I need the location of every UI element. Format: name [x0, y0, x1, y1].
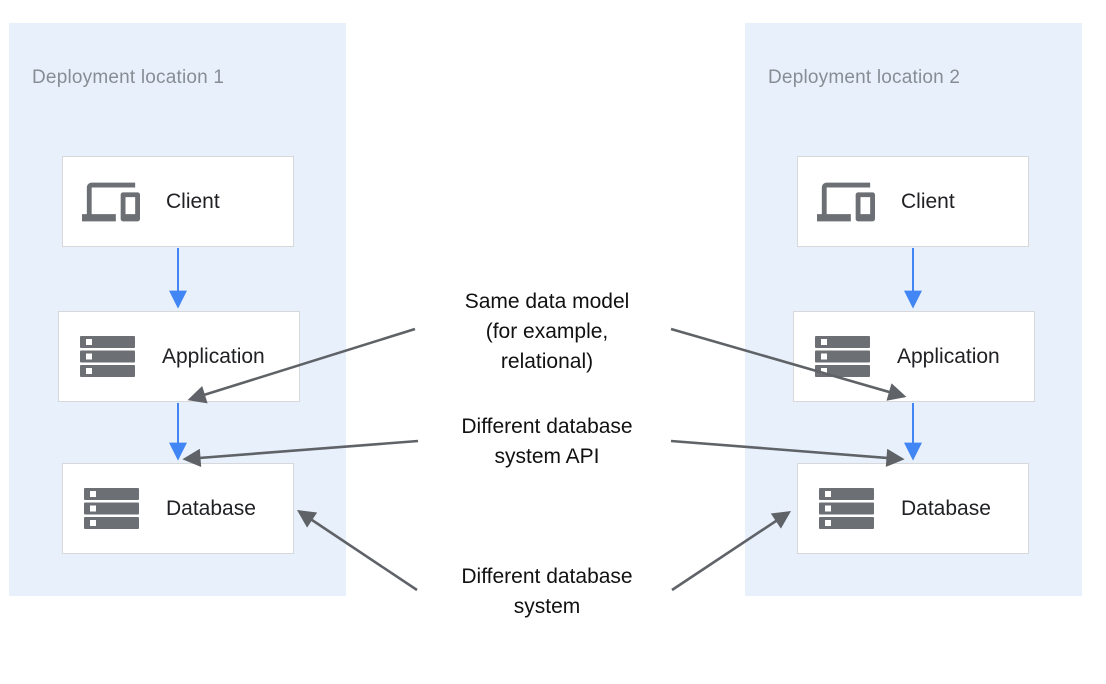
node-application-2: Application	[793, 311, 1035, 402]
annotation-same-data-model: Same data model (for example, relational…	[397, 287, 697, 377]
devices-icon	[82, 173, 140, 231]
annotation-line: (for example,	[485, 320, 609, 343]
node-label: Database	[166, 496, 256, 520]
stack-icon	[817, 488, 875, 529]
node-database-1: Database	[62, 463, 294, 554]
annotation-line: Same data model	[464, 290, 630, 313]
node-client-2: Client	[797, 156, 1029, 247]
stack-icon	[78, 336, 136, 377]
node-database-2: Database	[797, 463, 1029, 554]
node-client-1: Client	[62, 156, 294, 247]
annotation-different-db-system: Different database system	[397, 562, 697, 622]
panel-title: Deployment location 1	[32, 67, 225, 88]
annotation-line: system	[513, 595, 581, 618]
annotation-line: relational)	[500, 350, 594, 373]
node-label: Client	[166, 189, 220, 213]
annotation-line: system API	[494, 445, 600, 468]
node-label: Application	[162, 344, 265, 368]
stack-icon	[813, 336, 871, 377]
annotation-line: Different database	[461, 415, 633, 438]
node-label: Application	[897, 344, 1000, 368]
devices-icon	[817, 173, 875, 231]
node-application-1: Application	[58, 311, 300, 402]
panel-title: Deployment location 2	[768, 67, 961, 88]
stack-icon	[82, 488, 140, 529]
annotation-different-db-api: Different database system API	[397, 412, 697, 472]
node-label: Client	[901, 189, 955, 213]
annotation-line: Different database	[461, 565, 633, 588]
node-label: Database	[901, 496, 991, 520]
